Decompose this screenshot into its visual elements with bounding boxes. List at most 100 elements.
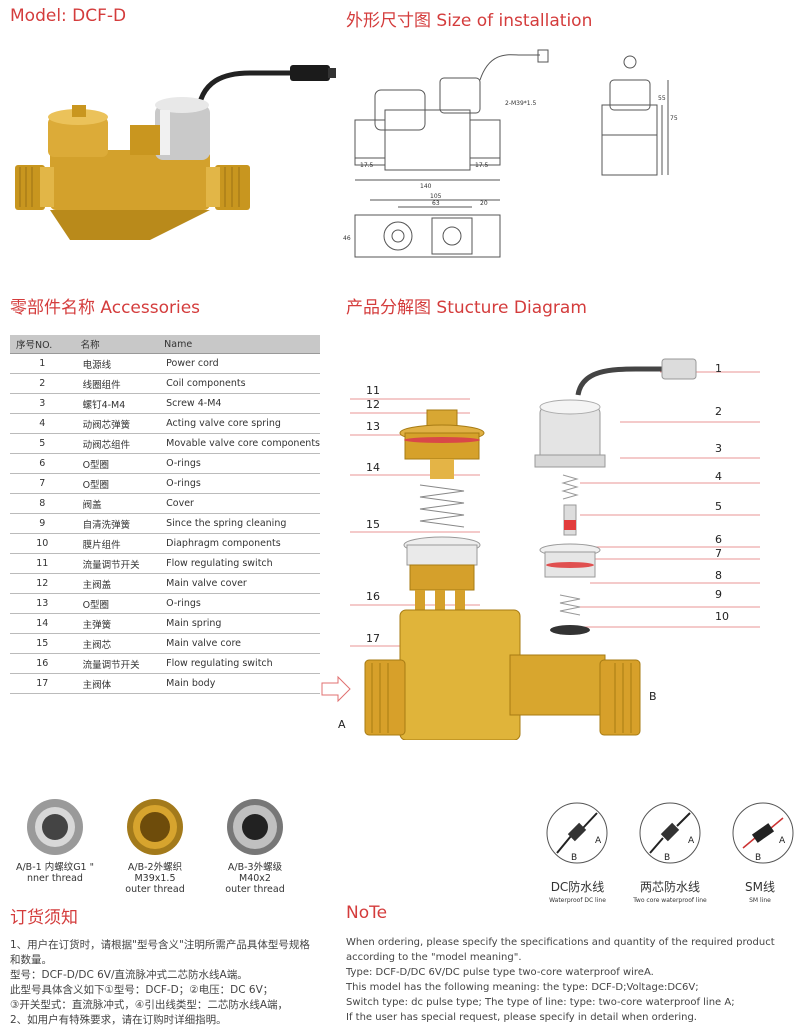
two-core-line-subtitle: Two core waterproof line xyxy=(633,897,707,904)
cell-cn: 主阀芯 xyxy=(74,633,159,654)
cell-en: Main body xyxy=(158,673,320,694)
cell-cn: O型圈 xyxy=(74,473,159,494)
size-title: 外形尺寸图 Size of installation xyxy=(346,11,593,31)
model-title: Model: DCF-D xyxy=(10,6,127,26)
cell-cn: 线圈组件 xyxy=(74,373,159,394)
cell-en: Main valve cover xyxy=(158,573,320,594)
dc-line-icon xyxy=(546,802,608,864)
cell-no: 2 xyxy=(10,373,75,394)
dim-75: 75 xyxy=(670,115,678,122)
cell-cn: 流量调节开关 xyxy=(74,653,159,674)
cell-en: Power cord xyxy=(158,353,320,374)
note-text: When ordering, please specify the specif… xyxy=(346,937,775,1023)
cell-no: 7 xyxy=(10,473,75,494)
structure-diagram xyxy=(321,358,760,740)
order-text: 1、用户在订货时，请根据"型号含义"注明所需产品具体型号规格 和数量。 型号：D… xyxy=(10,939,310,1026)
cell-cn: 主阀盖 xyxy=(74,573,159,594)
cell-en: Coil components xyxy=(158,373,320,394)
cell-en: Screw 4-M4 xyxy=(158,393,320,414)
cell-no: 16 xyxy=(10,653,75,674)
cell-cn: O型圈 xyxy=(74,453,159,474)
dim-thread: 2-M39*1.5 xyxy=(505,100,537,107)
cell-cn: 主弹簧 xyxy=(74,613,159,634)
thread-photo-1 xyxy=(27,799,83,855)
thread-photo-2 xyxy=(127,799,183,855)
cell-no: 5 xyxy=(10,433,75,454)
cell-cn: 自清洗弹簧 xyxy=(74,513,159,534)
cell-cn: 流量调节开关 xyxy=(74,553,159,574)
outlet-label: B xyxy=(649,690,657,703)
cell-en: Diaphragm components xyxy=(158,533,320,554)
part-label-right: 8 xyxy=(715,569,722,582)
cell-no: 4 xyxy=(10,413,75,434)
part-label-left: 16 xyxy=(366,590,380,603)
header-cn: 名称 xyxy=(74,335,159,354)
thread-caption-3: A/B-3外螺级 M40x2 outer thread xyxy=(225,862,285,895)
sm-line-subtitle: SM line xyxy=(749,897,771,904)
table-header-row: 序号NO. 名称 Name xyxy=(10,335,320,354)
cell-en: O-rings xyxy=(158,473,320,494)
dim-20: 20 xyxy=(480,200,488,207)
two-core-a: A xyxy=(688,836,695,846)
dc-line-a: A xyxy=(595,836,602,846)
cell-cn: 阀盖 xyxy=(74,493,159,514)
two-core-line-title: 两芯防水线 xyxy=(639,880,700,894)
cell-no: 6 xyxy=(10,453,75,474)
cell-no: 12 xyxy=(10,573,75,594)
part-label-left: 12 xyxy=(366,398,380,411)
cell-no: 1 xyxy=(10,353,75,374)
two-core-b: B xyxy=(664,853,670,863)
cell-en: Flow regulating switch xyxy=(158,553,320,574)
thread-caption-2: A/B-2外螺织 M39x1.5 outer thread xyxy=(125,862,185,895)
header-en: Name xyxy=(158,335,320,354)
cell-cn: 电源线 xyxy=(74,353,159,374)
part-label-right: 5 xyxy=(715,500,722,513)
inlet-label: A xyxy=(338,718,346,731)
thread-photos xyxy=(27,799,283,855)
order-title: 订货须知 xyxy=(10,908,78,928)
part-label-left: 15 xyxy=(366,518,380,531)
structure-title: 产品分解图 Stucture Diagram xyxy=(346,298,587,318)
dim-63: 63 xyxy=(432,200,440,207)
thread-caption-1: A/B-1 内螺纹G1 " nner thread xyxy=(15,862,94,884)
cell-no: 11 xyxy=(10,553,75,574)
part-label-right: 3 xyxy=(715,442,722,455)
installation-drawing: 140 17.5 17.5 2-M39*1.5 105 63 20 46 75 … xyxy=(343,49,678,258)
dim-17b: 17.5 xyxy=(475,162,489,169)
dim-17a: 17.5 xyxy=(360,162,374,169)
cell-en: O-rings xyxy=(158,453,320,474)
cell-en: Cover xyxy=(158,493,320,514)
thread-photo-3 xyxy=(227,799,283,855)
cell-en: O-rings xyxy=(158,593,320,614)
part-label-left: 17 xyxy=(366,632,380,645)
sm-line-title: SM线 xyxy=(745,880,775,894)
part-label-right: 6 xyxy=(715,533,722,546)
sm-line-a: A xyxy=(779,836,786,846)
dim-140: 140 xyxy=(420,183,432,190)
cell-no: 3 xyxy=(10,393,75,414)
dc-line-b: B xyxy=(571,853,577,863)
part-label-right: 2 xyxy=(715,405,722,418)
dc-line-subtitle: Waterproof DC line xyxy=(549,897,606,904)
note-title: NoTe xyxy=(346,903,388,923)
part-label-left: 13 xyxy=(366,420,380,433)
cell-no: 8 xyxy=(10,493,75,514)
cell-en: Main valve core xyxy=(158,633,320,654)
cell-cn: 螺钉4-M4 xyxy=(74,393,159,414)
cell-no: 13 xyxy=(10,593,75,614)
header-no: 序号NO. xyxy=(10,335,75,354)
part-label-right: 1 xyxy=(715,362,722,375)
cell-cn: 膜片组件 xyxy=(74,533,159,554)
